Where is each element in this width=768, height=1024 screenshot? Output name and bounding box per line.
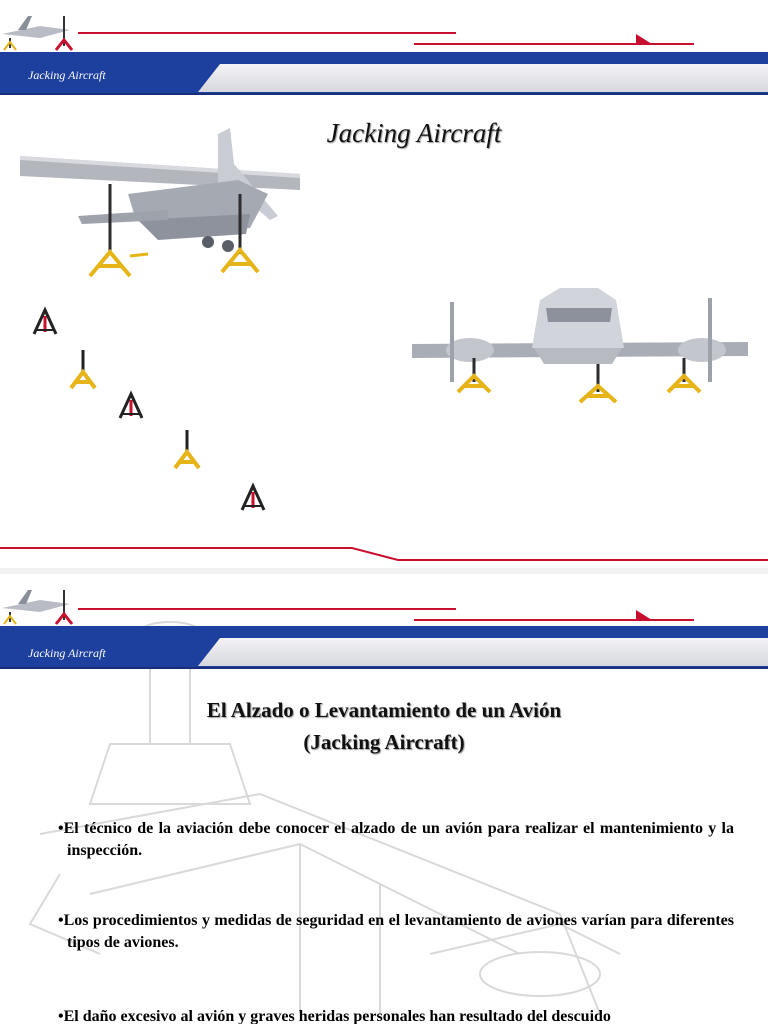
tripod-jack-icon [32, 306, 58, 335]
header-band [0, 52, 768, 95]
slide-1: Jacking Aircraft Jacking Aircraft [0, 8, 768, 561]
bullet-item: •El técnico de la aviación debe conocer … [58, 820, 734, 859]
tripod-jack-icon [118, 390, 144, 419]
bullet-item: •El daño excesivo al avión y graves heri… [58, 1008, 611, 1024]
slide-title: Jacking Aircraft [326, 118, 502, 148]
header-title: Jacking Aircraft [28, 68, 106, 82]
header-lines-decoration [78, 32, 694, 45]
bullet-item: •Los procedimientos y medidas de segurid… [58, 912, 734, 951]
jack-stand-icon [173, 430, 201, 470]
slide-gap [0, 568, 768, 574]
header-lines-decoration [78, 596, 724, 626]
header-title: Jacking Aircraft [28, 646, 106, 660]
plane-thumbnail-icon [0, 582, 78, 626]
header-band [0, 626, 768, 669]
slide-title-line-2: (Jacking Aircraft) [303, 730, 465, 754]
tripod-jack-icon [240, 482, 266, 511]
footer-line-decoration [0, 547, 768, 561]
slide-2: Jacking Aircraft El Alzado o Levantamien… [0, 574, 768, 1024]
plane-thumbnail-icon [0, 8, 78, 52]
high-wing-plane-on-jacks-image [20, 128, 300, 278]
twin-engine-plane-on-jacks-image [412, 288, 748, 404]
slide-title-line-1: El Alzado o Levantamiento de un Avión [206, 698, 562, 722]
jack-stand-icon [69, 350, 97, 390]
jack-drawing-watermark [28, 621, 621, 1015]
